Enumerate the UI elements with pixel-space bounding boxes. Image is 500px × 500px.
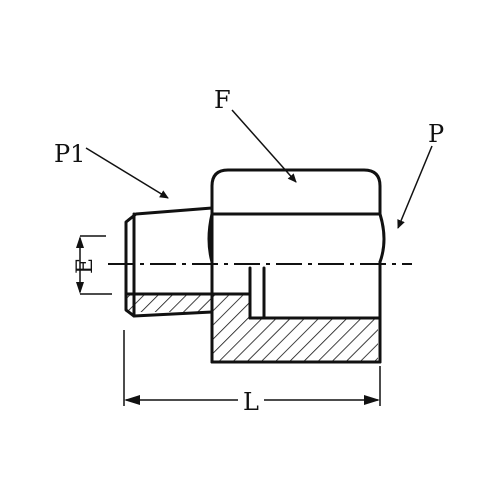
label-l: L [243, 388, 259, 416]
label-p: P [428, 120, 444, 148]
dimension-e [76, 235, 112, 295]
section-hatching [126, 294, 378, 362]
label-e: E [73, 258, 98, 274]
leader-f [231, 109, 297, 183]
hex-body [207, 168, 386, 364]
female-bore [248, 266, 382, 320]
label-p1: P1 [54, 140, 85, 168]
label-f: F [214, 86, 231, 114]
leader-p [397, 145, 433, 229]
leader-p1 [85, 147, 169, 199]
